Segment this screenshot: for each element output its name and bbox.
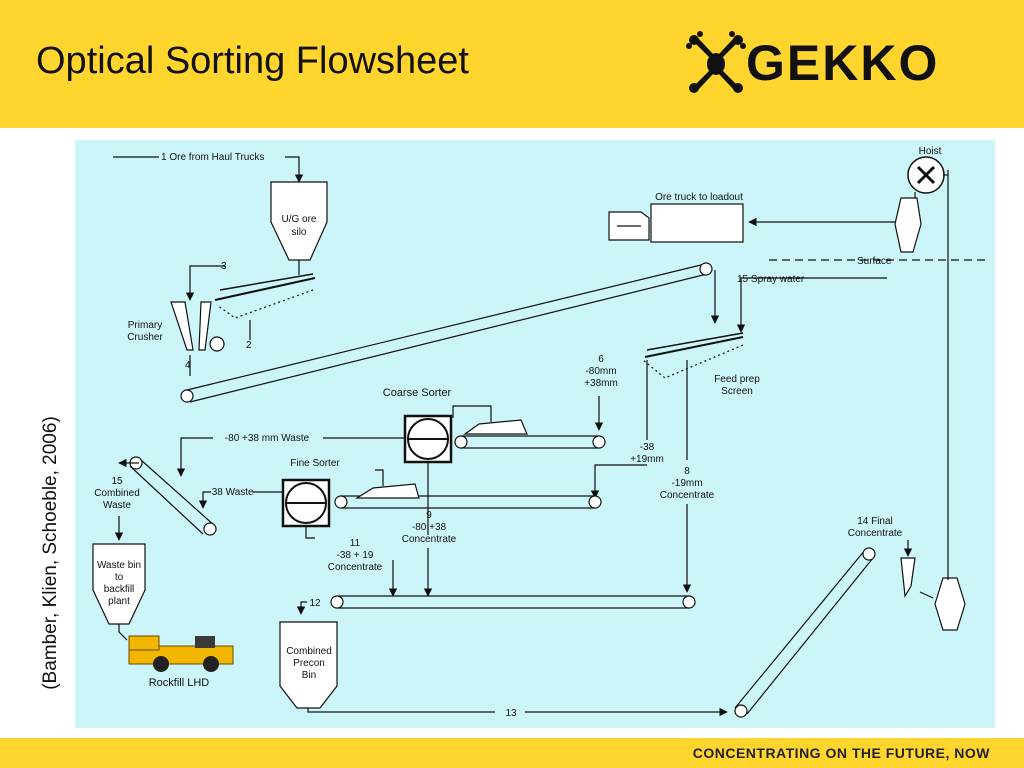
label-s13: 13	[505, 708, 517, 719]
label-combined-waste-1: 15	[111, 476, 123, 487]
coarse-chute	[463, 419, 528, 435]
fine-chute	[354, 483, 420, 499]
skip	[934, 577, 966, 631]
label-ore-truck: Ore truck to loadout	[655, 192, 743, 203]
feed-prep-screen	[644, 336, 744, 358]
coarse-waste-arrow	[176, 437, 213, 477]
label-precon-2: Precon	[293, 658, 325, 669]
label-s11-1: 11	[350, 538, 361, 549]
ug-ore-silo	[270, 181, 328, 261]
label-s8-3: Concentrate	[660, 490, 715, 501]
label-precon-1: Combined	[286, 646, 332, 657]
slide-title: Optical Sorting Flowsheet	[36, 40, 469, 82]
crusher-ring	[209, 336, 225, 352]
label-spray-water: 15 Spray water	[737, 274, 805, 285]
label-silo-1: U/G ore	[281, 214, 316, 225]
label-waste-bin-2: to	[115, 572, 124, 583]
ore-truck-body	[650, 203, 744, 243]
footer-bar: CONCENTRATING ON THE FUTURE, NOW	[0, 738, 1024, 768]
combined-precon-bin	[279, 621, 338, 709]
label-coarse-sorter: Coarse Sorter	[383, 387, 452, 399]
label-silo-2: silo	[291, 227, 306, 238]
screen-undersize	[216, 289, 314, 319]
label-s6-2: -80mm	[585, 366, 616, 377]
label-fine-sorter: Fine Sorter	[290, 458, 340, 469]
label-stream-3: 3	[221, 261, 227, 272]
label-s8-2: -19mm	[671, 478, 702, 489]
label-s12: 12	[309, 598, 321, 609]
citation: (Bamber, Klien, Schoeble, 2006)	[40, 416, 61, 690]
final-conveyor	[734, 549, 866, 709]
label-waste-bin-1: Waste bin	[97, 560, 141, 571]
flowsheet-svg: 1 Ore from Haul Trucks U/G ore silo 3 2 …	[92, 146, 985, 719]
label-waste-38: -38 Waste	[208, 487, 254, 498]
rockfill-lhd-icon	[128, 635, 234, 672]
primary-crusher	[170, 301, 194, 351]
label-s9-3: Concentrate	[402, 534, 457, 545]
label-final-2: Concentrate	[848, 528, 903, 539]
label-waste-80-38: -80 +38 mm Waste	[225, 433, 310, 444]
label-s6-3: +38mm	[584, 378, 618, 389]
label-s9-1: 9	[426, 510, 432, 521]
label-combined-waste-2: Combined	[94, 488, 140, 499]
flowsheet-diagram: 1 Ore from Haul Trucks U/G ore silo 3 2 …	[75, 140, 995, 728]
logo-wordmark: GEKKO	[746, 35, 940, 91]
label-stream-2: 2	[246, 340, 252, 351]
label-combined-waste-3: Waste	[103, 500, 131, 511]
label-s11-3: Concentrate	[328, 562, 383, 573]
header-bar: Optical Sorting Flowsheet GEKKO	[0, 0, 1024, 128]
grizzly-screen	[214, 277, 316, 301]
waste-bin	[92, 543, 146, 625]
label-rockfill: Rockfill LHD	[149, 677, 210, 689]
label-surface: Surface	[857, 256, 892, 267]
label-precon-3: Bin	[302, 670, 316, 681]
diagram-labels: 1 Ore from Haul Trucks U/G ore silo 3 2 …	[94, 146, 941, 719]
label-feed-prep-2: Screen	[721, 386, 753, 397]
hoist-skip	[894, 197, 922, 253]
label-ore-from-haul: 1 Ore from Haul Trucks	[161, 152, 264, 163]
gecko-logo-icon	[686, 31, 746, 93]
label-waste-bin-4: plant	[108, 596, 130, 607]
label-s38-2: +19mm	[630, 454, 664, 465]
label-stream-4: 4	[185, 360, 191, 371]
label-s11-2: -38 + 19	[337, 550, 374, 561]
label-s38-1: -38	[640, 442, 655, 453]
tagline: CONCENTRATING ON THE FUTURE, NOW	[692, 745, 990, 761]
label-s9-2: -80 +38	[412, 522, 447, 533]
label-final-1: 14 Final	[857, 516, 893, 527]
label-waste-bin-3: backfill	[104, 584, 135, 595]
label-feed-prep-1: Feed prep	[714, 374, 760, 385]
label-s6-1: 6	[598, 354, 604, 365]
waste-conveyor	[129, 465, 204, 535]
final-concentrate-chute	[900, 557, 916, 598]
spray-water-arrow	[736, 277, 887, 333]
stream-3-arrow	[185, 265, 225, 301]
label-hoist: Hoist	[919, 146, 942, 157]
label-crusher-2: Crusher	[127, 332, 163, 343]
label-crusher-1: Primary	[128, 320, 162, 331]
haul-to-silo-arrow	[285, 156, 304, 183]
label-s8-1: 8	[684, 466, 690, 477]
long-conveyor	[186, 263, 706, 391]
